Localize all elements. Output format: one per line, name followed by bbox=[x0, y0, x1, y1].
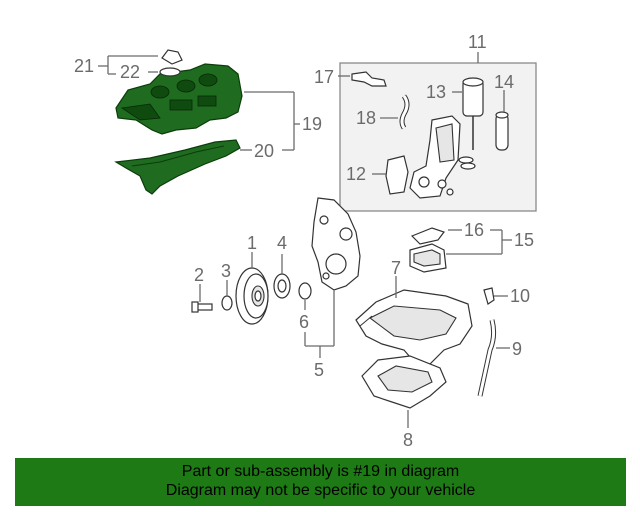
callout-15: 15 bbox=[514, 230, 534, 250]
pulley-bolt bbox=[191, 301, 213, 313]
filler-cap-seal bbox=[159, 67, 181, 77]
callout-3: 3 bbox=[221, 261, 231, 281]
callout-19: 19 bbox=[302, 114, 322, 134]
callout-17: 17 bbox=[314, 67, 334, 87]
crank-spacer bbox=[273, 273, 291, 299]
info-banner: Part or sub-assembly is #19 in diagram D… bbox=[15, 458, 626, 506]
oil-pump bbox=[409, 243, 447, 273]
banner-line-1: Part or sub-assembly is #19 in diagram bbox=[181, 463, 460, 480]
oil-filter-housing bbox=[409, 115, 461, 199]
callout-14: 14 bbox=[494, 72, 514, 92]
callout-12: 12 bbox=[346, 164, 366, 184]
callout-11: 11 bbox=[468, 32, 487, 52]
callout-20: 20 bbox=[254, 141, 274, 161]
filter-housing-cap bbox=[458, 77, 484, 170]
lower-oil-pan bbox=[361, 355, 447, 409]
callout-2: 2 bbox=[194, 265, 204, 285]
callout-7: 7 bbox=[391, 258, 401, 278]
leader-lines bbox=[98, 52, 512, 428]
callout-labels: 21 22 19 20 11 17 18 13 14 12 16 15 1 4 … bbox=[74, 32, 534, 450]
dipstick-handle bbox=[483, 287, 495, 305]
front-crank-seal bbox=[298, 282, 312, 300]
valve-cover[interactable] bbox=[115, 63, 243, 135]
housing-gasket bbox=[385, 155, 409, 195]
timing-cover bbox=[311, 197, 361, 291]
callout-6: 6 bbox=[299, 312, 309, 332]
callout-9: 9 bbox=[512, 339, 522, 359]
callout-8: 8 bbox=[403, 430, 413, 450]
oil-pressure-sensor bbox=[351, 71, 387, 87]
callout-10: 10 bbox=[510, 286, 530, 306]
upper-oil-pan bbox=[355, 289, 473, 365]
exploded-view: 21 22 19 20 11 17 18 13 14 12 16 15 1 4 … bbox=[74, 32, 537, 450]
valve-cover-gasket[interactable] bbox=[114, 139, 241, 195]
callout-22: 22 bbox=[120, 62, 140, 82]
callout-5: 5 bbox=[314, 360, 324, 380]
banner-line-2: Diagram may not be specific to your vehi… bbox=[165, 482, 476, 499]
callout-16: 16 bbox=[464, 220, 484, 240]
oil-filter-element bbox=[495, 111, 509, 151]
callout-1: 1 bbox=[247, 233, 257, 253]
oil-pump-gasket bbox=[410, 227, 445, 245]
gasket-inner-edge bbox=[131, 145, 225, 167]
callout-4: 4 bbox=[277, 233, 287, 253]
pulley-washer bbox=[221, 295, 233, 311]
oil-filler-cap bbox=[161, 49, 183, 65]
callout-21: 21 bbox=[74, 56, 94, 76]
crankshaft-pulley bbox=[235, 267, 269, 325]
callout-13: 13 bbox=[426, 82, 446, 102]
callout-18: 18 bbox=[356, 108, 376, 128]
